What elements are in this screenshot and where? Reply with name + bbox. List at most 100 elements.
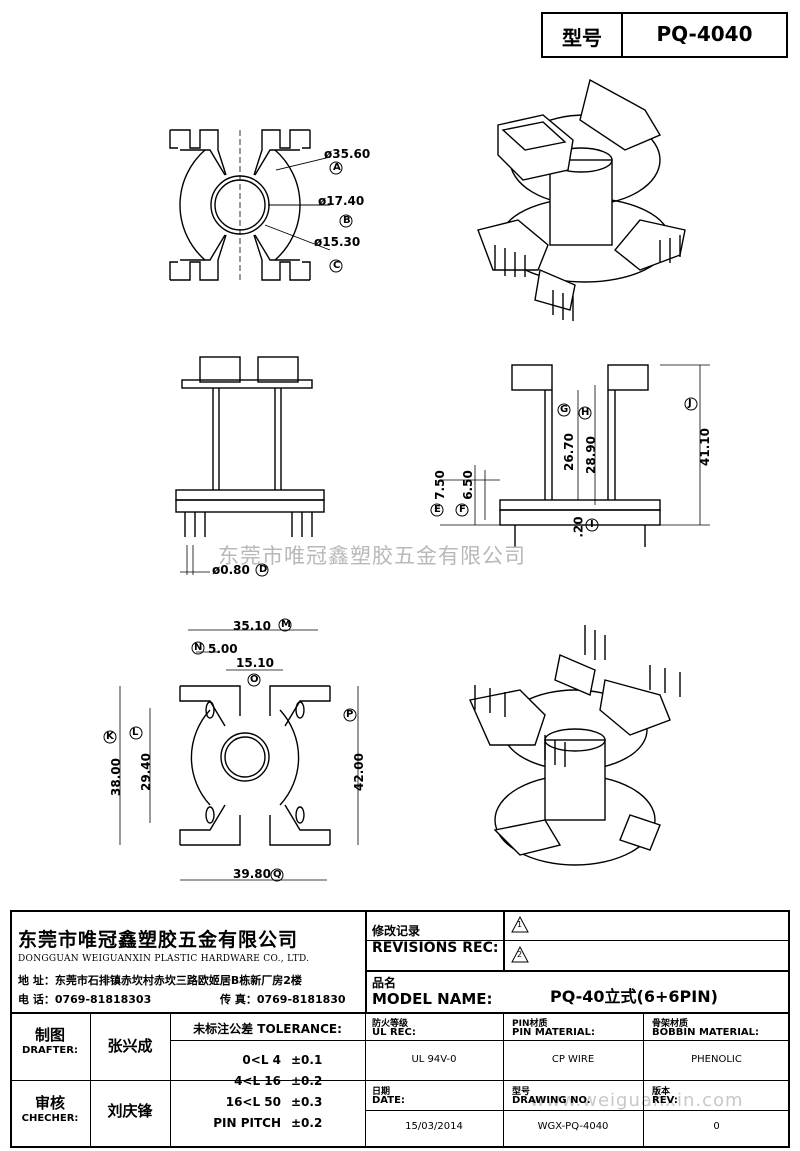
marker-m: M	[281, 619, 291, 630]
model-label: 型号	[562, 26, 602, 50]
tb-hline-4	[365, 1040, 790, 1041]
iso-view-top	[477, 78, 686, 321]
dim-b-text: ø17.40	[318, 194, 365, 208]
ul-label-cn: 防火等级	[372, 1019, 409, 1029]
tb-hline-7	[170, 1040, 365, 1041]
marker-h: H	[581, 407, 590, 418]
tolerance-value-1: ±0.2	[291, 1074, 323, 1088]
tolerance-title: 未标注公差 TOLERANCE:	[193, 1022, 342, 1036]
checker-label-en: CHECHER:	[21, 1113, 79, 1124]
revision-mark-1: 1	[517, 920, 523, 929]
marker-d: D	[259, 564, 268, 575]
revisions-label-en: REVISIONS REC:	[372, 940, 499, 956]
watermark-url: www.weiguanxin.com	[530, 1090, 744, 1111]
tb-vline-6	[503, 1012, 504, 1148]
rev-label-cn: 版本	[652, 1087, 671, 1097]
tb-hline-5	[10, 1080, 790, 1081]
dim-f-text: 6.50	[460, 470, 475, 500]
model-value: PQ-4040	[656, 22, 753, 46]
rev-label-en: REV:	[652, 1095, 678, 1106]
checker-label-cn: 审核	[34, 1094, 65, 1112]
marker-f: F	[459, 504, 466, 515]
company-name-en: DONGGUAN WEIGUANXIN PLASTIC HARDWARE CO.…	[18, 954, 310, 964]
dwg-value: WGX-PQ-4040	[537, 1121, 609, 1132]
model-name-label-en: MODEL NAME:	[372, 990, 493, 1008]
dim-e-text: 7.50	[432, 470, 447, 500]
marker-c: C	[333, 260, 341, 271]
dim-l-text: 29.40	[138, 753, 153, 791]
marker-p: P	[346, 709, 354, 720]
tolerance-range-0: 0<L 4	[242, 1053, 281, 1067]
tb-vline-7	[643, 1012, 644, 1148]
dim-m-text: 35.10	[233, 619, 271, 633]
marker-q: Q	[273, 869, 282, 880]
bottom-view	[103, 618, 359, 882]
tb-vline-4	[170, 1012, 171, 1148]
dim-n-text: 5.00	[208, 642, 238, 656]
tb-hline-rev	[365, 940, 790, 941]
marker-j: J	[688, 398, 692, 409]
tolerance-value-2: ±0.3	[291, 1095, 323, 1109]
marker-k: K	[106, 731, 114, 742]
dim-i-text: .20	[571, 516, 586, 538]
tb-hline-3	[10, 1012, 790, 1014]
iso-view-bottom	[469, 625, 681, 866]
dim-p-text: 42.00	[351, 753, 366, 791]
drafter-label-cn: 制图	[34, 1026, 65, 1044]
dim-k-text: 38.00	[108, 758, 123, 796]
revision-mark-2: 2	[517, 950, 523, 959]
company-tel: 电 话：0769-81818303	[18, 993, 152, 1006]
bobbin-value: PHENOLIC	[691, 1054, 742, 1065]
marker-e: E	[434, 504, 441, 515]
tolerance-value-0: ±0.1	[291, 1053, 323, 1067]
title-block	[10, 910, 790, 1148]
marker-i: I	[590, 519, 594, 530]
front-view	[175, 356, 325, 577]
dim-d-text: ø0.80	[212, 563, 250, 577]
model-header-divider	[621, 12, 623, 58]
pin-value: CP WIRE	[551, 1054, 595, 1065]
dwg-label-en: DRAWING NO.	[512, 1095, 591, 1106]
company-address: 地 址：东莞市石排镇赤坎村赤坎三路欧姬居B栋新厂房2楼	[18, 974, 302, 987]
dwg-label-cn: 型号	[512, 1087, 531, 1097]
dim-c-text: ø15.30	[314, 235, 361, 249]
tb-hline-2	[365, 970, 790, 972]
tolerance-range-1: 4<L 16	[234, 1074, 281, 1088]
rev-value: 0	[713, 1121, 720, 1132]
marker-n: N	[194, 642, 203, 653]
company-fax: 传 真：0769-8181830	[220, 993, 346, 1006]
dim-a-text: ø35.60	[324, 147, 371, 161]
date-value: 15/03/2014	[405, 1121, 463, 1132]
bobbin-label-en: BOBBIN MATERIAL:	[652, 1027, 760, 1038]
marker-b: B	[343, 215, 351, 226]
side-view	[430, 364, 710, 547]
dim-q-text: 39.80	[233, 867, 271, 881]
tolerance-range-3: PIN PITCH	[213, 1116, 281, 1130]
tb-vline-1	[365, 910, 367, 1012]
ul-label-en: UL REC:	[372, 1027, 416, 1038]
tb-vline-5	[365, 1012, 366, 1148]
revisions-label-cn: 修改记录	[372, 924, 421, 938]
model-name-label-cn: 品名	[372, 976, 397, 990]
drafter-name: 张兴成	[107, 1037, 153, 1055]
date-label-en: DATE:	[372, 1095, 405, 1106]
dim-j-text: 41.10	[697, 428, 712, 466]
marker-g: G	[560, 404, 569, 415]
tb-vline-3	[90, 1012, 91, 1148]
marker-o: O	[250, 674, 259, 685]
pin-label-en: PIN MATERIAL:	[512, 1027, 595, 1038]
tolerance-value-3: ±0.2	[291, 1116, 323, 1130]
ul-value: UL 94V-0	[411, 1054, 457, 1065]
dim-h-text: 28.90	[583, 436, 598, 474]
model-header	[541, 12, 788, 58]
date-label-cn: 日期	[372, 1087, 391, 1097]
dim-g-text: 26.70	[561, 433, 576, 471]
tolerance-range-2: 16<L 50	[225, 1095, 281, 1109]
tb-hline-6	[365, 1110, 790, 1111]
watermark-company: 东莞市唯冠鑫塑胶五金有限公司	[218, 544, 526, 568]
marker-a: A	[333, 162, 341, 173]
top-view	[169, 129, 353, 281]
checker-name: 刘庆锋	[107, 1102, 153, 1120]
model-name-value: PQ-40立式(6+6PIN)	[550, 987, 718, 1006]
drafter-label-en: DRAFTER:	[22, 1045, 78, 1056]
